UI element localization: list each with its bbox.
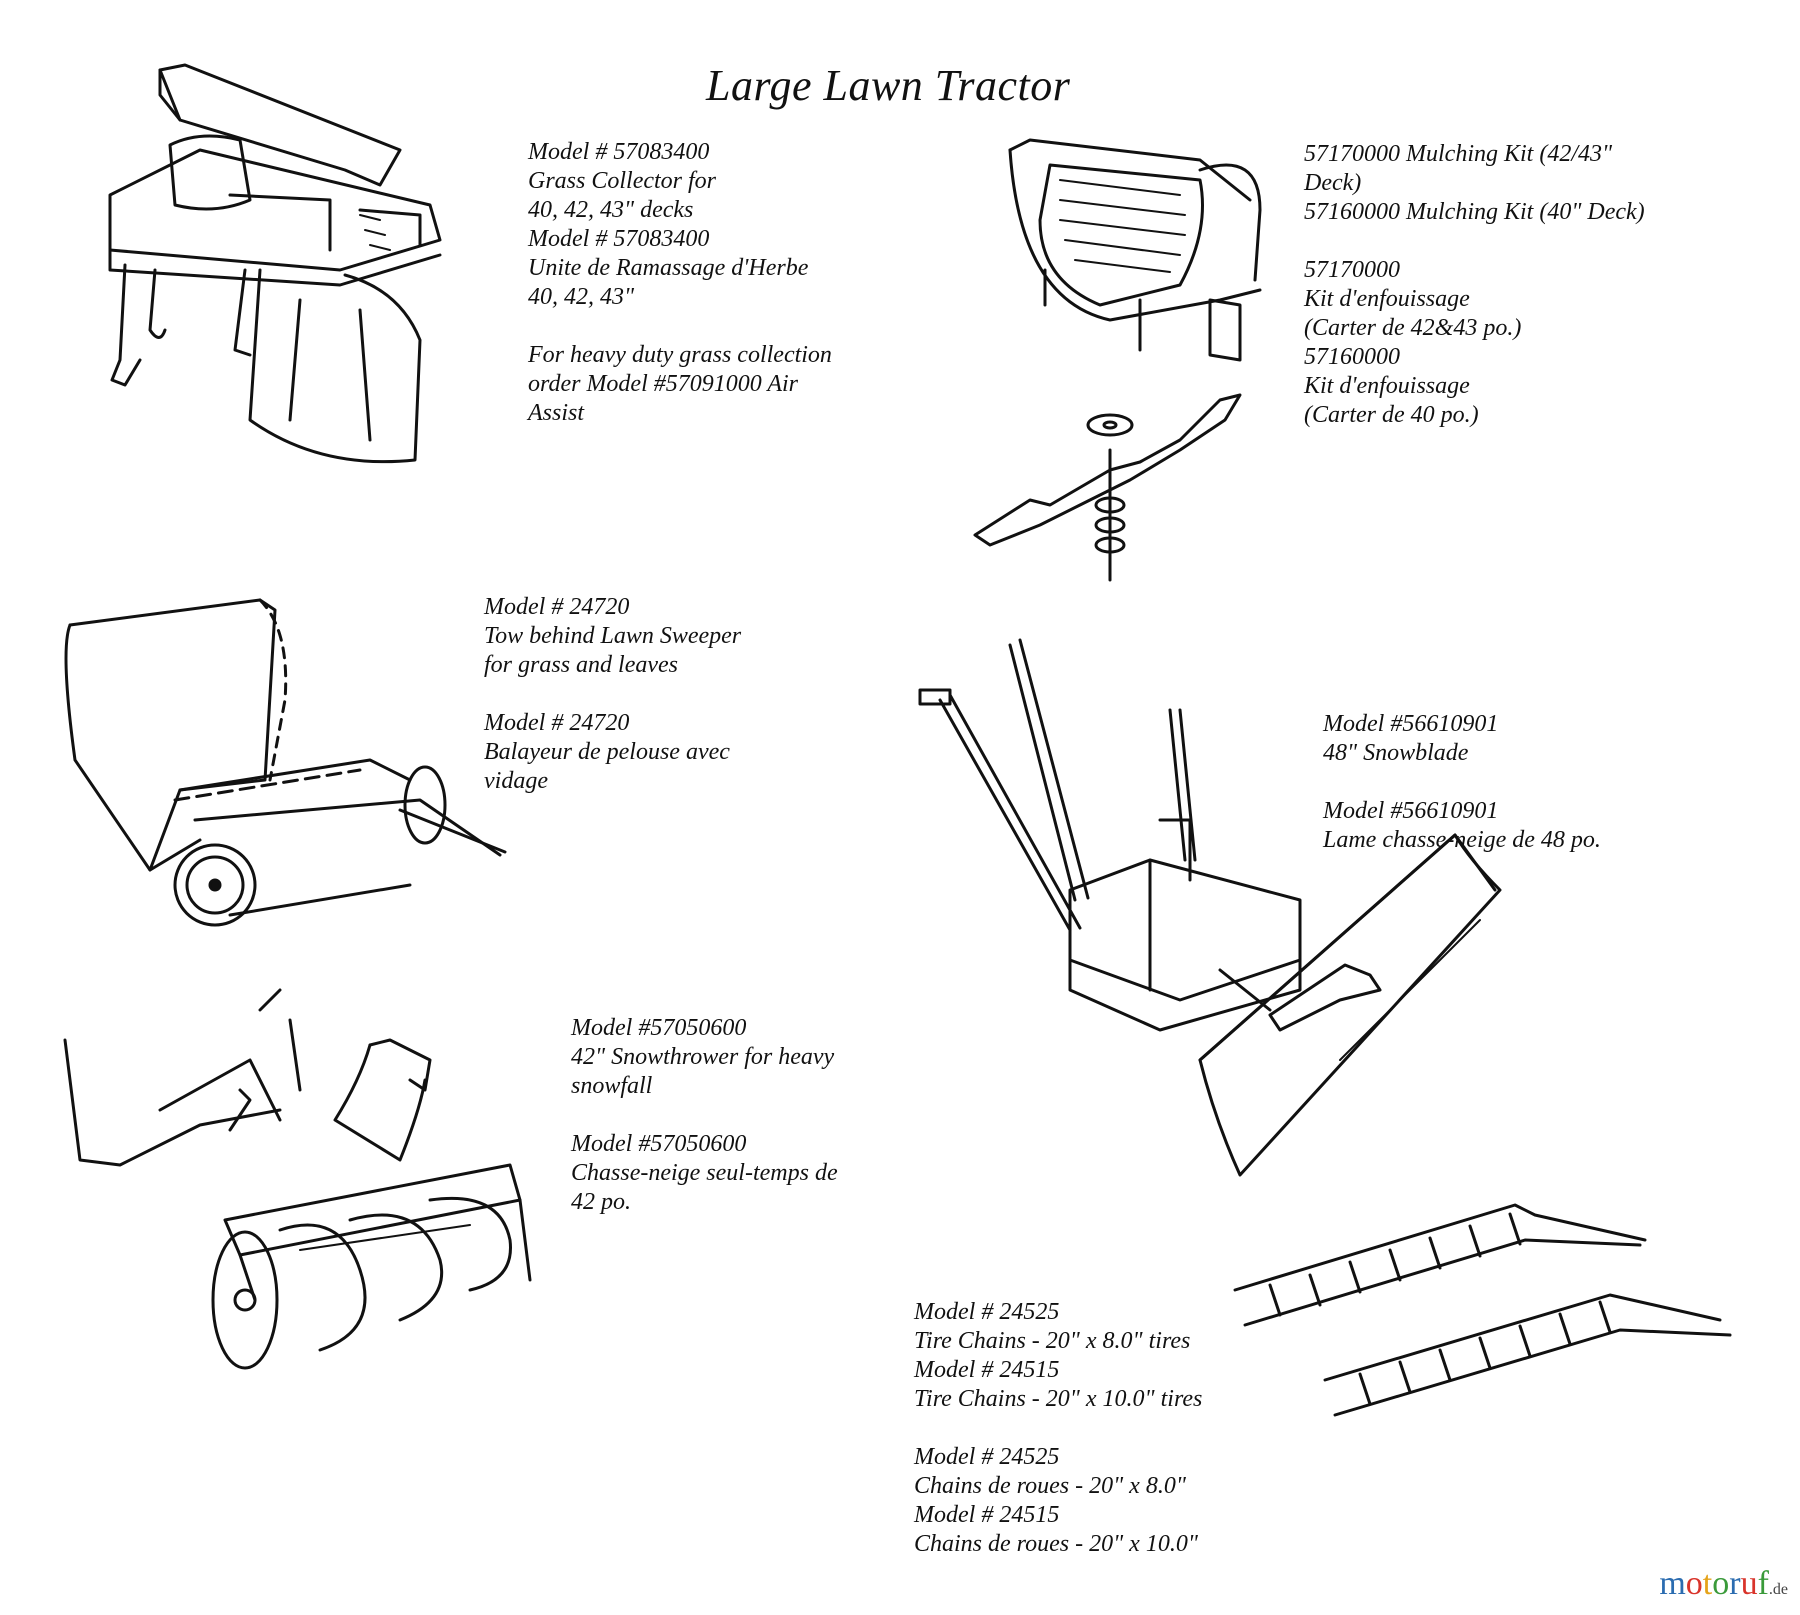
text-line: Kit d'enfouissage <box>1304 373 1470 399</box>
text-line: 40, 42, 43" <box>528 284 635 310</box>
snowblade-description: Model #56610901 48" Snowblade Model #566… <box>1323 710 1601 855</box>
text-line: (Carter de 40 po.) <box>1304 402 1479 428</box>
text-line: Model # 24720 <box>484 710 630 736</box>
text-line: Model #57050600 <box>571 1131 747 1157</box>
text-line: Unite de Ramassage d'Herbe <box>528 255 809 281</box>
text-line: 57170000 <box>1304 257 1400 283</box>
grass-collector-illustration <box>108 63 442 464</box>
logo-letter: f <box>1757 1565 1769 1602</box>
page-title: Large Lawn Tractor <box>706 61 1071 110</box>
text-line: Model # 57083400 <box>528 226 710 252</box>
logo-letter: t <box>1702 1565 1713 1602</box>
text-line: Tire Chains - 20" x 10.0" tires <box>914 1386 1203 1412</box>
text-line: Model #56610901 <box>1323 798 1499 824</box>
snowblade-illustration <box>918 638 1502 1177</box>
text-line: Chains de roues - 20" x 10.0" <box>914 1531 1198 1557</box>
text-line: 42 po. <box>571 1189 631 1215</box>
logo-letter: o <box>1685 1565 1703 1602</box>
lawn-sweeper-description: Model # 24720 Tow behind Lawn Sweeper fo… <box>484 593 741 796</box>
mulching-kit-illustration <box>973 138 1262 582</box>
text-line: Lame chasse-neige de 48 po. <box>1323 827 1601 853</box>
text-line: Chains de roues - 20" x 8.0" <box>914 1473 1186 1499</box>
text-line: Model # 24525 <box>914 1299 1060 1325</box>
grass-collector-description: Model # 57083400 Grass Collector for 40,… <box>528 138 832 428</box>
logo-letter: o <box>1712 1565 1730 1602</box>
text-line: (Carter de 42&43 po.) <box>1304 315 1522 341</box>
text-line: Model #56610901 <box>1323 711 1499 737</box>
text-line: Assist <box>528 400 585 426</box>
motoruf-logo: motoruf.de <box>1659 1565 1788 1603</box>
text-line: 42" Snowthrower for heavy <box>571 1044 835 1070</box>
text-line: 57160000 Mulching Kit (40" Deck) <box>1304 199 1645 225</box>
logo-letter: m <box>1659 1565 1686 1602</box>
text-line: Kit d'enfouissage <box>1304 286 1470 312</box>
text-line: Model #57050600 <box>571 1015 747 1041</box>
text-line: Model # 24515 <box>914 1502 1060 1528</box>
text-line: Tire Chains - 20" x 8.0" tires <box>914 1328 1191 1354</box>
text-line: For heavy duty grass collection <box>528 342 832 368</box>
text-line: 57160000 <box>1304 344 1400 370</box>
text-line: Grass Collector for <box>528 168 717 194</box>
snowthrower-illustration <box>63 988 532 1370</box>
logo-letter: u <box>1740 1565 1758 1602</box>
tire-chains-illustration <box>1233 1203 1732 1417</box>
text-line: Chasse-neige seul-temps de <box>571 1160 838 1186</box>
text-line: Balayeur de pelouse avec <box>484 739 730 765</box>
mulching-kit-description: 57170000 Mulching Kit (42/43" Deck) 5716… <box>1304 140 1645 430</box>
logo-tld: .de <box>1768 1581 1788 1598</box>
text-line: Model # 57083400 <box>528 139 710 165</box>
text-line: order Model #57091000 Air <box>528 371 798 397</box>
text-line: Model # 24525 <box>914 1444 1060 1470</box>
text-line: Tow behind Lawn Sweeper <box>484 623 742 649</box>
lawn-sweeper-illustration <box>64 598 507 927</box>
logo-letter: r <box>1729 1565 1741 1602</box>
text-line: Deck) <box>1304 170 1362 196</box>
text-line: 40, 42, 43" decks <box>528 197 694 223</box>
text-line: Model # 24515 <box>914 1357 1060 1383</box>
text-line: for grass and leaves <box>484 652 678 678</box>
text-line: vidage <box>484 768 548 794</box>
snowthrower-description: Model #57050600 42" Snowthrower for heav… <box>571 1014 838 1217</box>
text-line: snowfall <box>571 1073 653 1099</box>
tire-chains-description: Model # 24525 Tire Chains - 20" x 8.0" t… <box>914 1298 1202 1559</box>
text-line: 48" Snowblade <box>1323 740 1469 766</box>
text-line: 57170000 Mulching Kit (42/43" <box>1304 141 1613 167</box>
text-line: Model # 24720 <box>484 594 630 620</box>
